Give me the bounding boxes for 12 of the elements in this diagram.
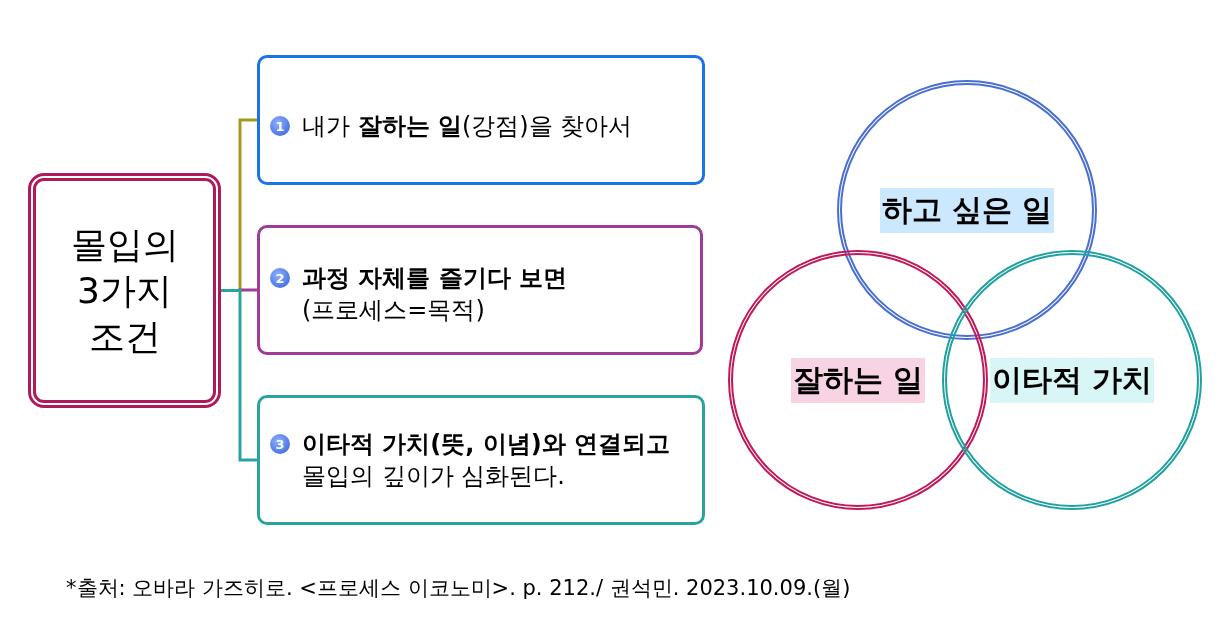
venn-circle: 잘하는 일 [728, 250, 988, 510]
number-badge: 1 [270, 116, 290, 136]
title-box: 몰입의 3가지 조건 [28, 173, 221, 408]
source-note: *출처: 오바라 가즈히로. <프로세스 이코노미>. p. 212./ 권석민. 2023.10.09.(월) [66, 575, 851, 602]
step-box: 1 내가 잘하는 일(강점)을 찾아서 [257, 55, 705, 185]
number-badge: 3 [270, 434, 290, 454]
number-badge: 2 [270, 268, 290, 288]
connector-line [221, 289, 257, 462]
venn-circle: 하고 싶은 일 [837, 80, 1097, 340]
step-box: 3 이타적 가치(뜻, 이념)와 연결되고 몰입의 깊이가 심화된다. [257, 395, 705, 525]
venn-circle: 이타적 가치 [942, 250, 1202, 510]
step-box: 2 과정 자체를 즐기다 보면 (프로세스=목적) [257, 225, 703, 355]
